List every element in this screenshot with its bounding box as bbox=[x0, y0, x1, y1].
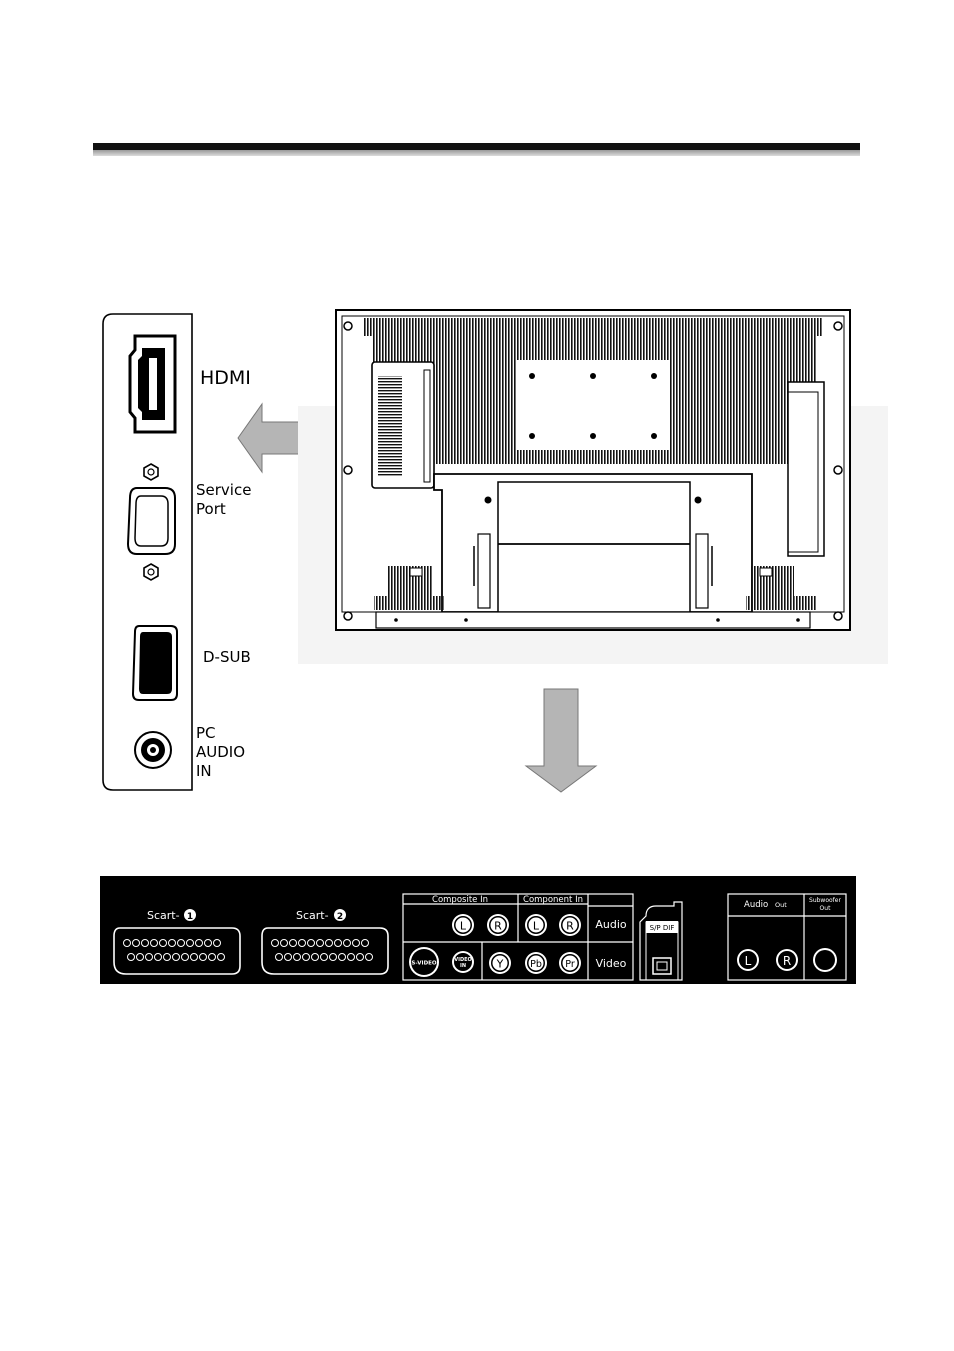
component-pr-label: Pr bbox=[565, 959, 575, 970]
header-rule bbox=[93, 143, 860, 150]
subwoofer-label-2: Out bbox=[820, 905, 832, 912]
pc-audio-jack-icon bbox=[135, 732, 171, 768]
composite-in-label: Composite In bbox=[432, 895, 488, 905]
dsub-label: D-SUB bbox=[203, 648, 251, 667]
video-row-label: Video bbox=[596, 957, 627, 970]
audio-out-l-label: L bbox=[745, 954, 752, 968]
tv-rear-view bbox=[298, 306, 890, 666]
service-port-label: Service Port bbox=[196, 481, 251, 519]
hdmi-label: HDMI bbox=[200, 367, 251, 389]
rear-connector-panel: Scart- 1 Scart- 2 Composite In Component… bbox=[100, 876, 856, 984]
composite-audio-r-label: R bbox=[494, 920, 502, 933]
pc-audio-label: PC AUDIO IN bbox=[196, 724, 245, 781]
audio-out-small-label: Out bbox=[775, 901, 787, 909]
scart-1-number: 1 bbox=[187, 912, 193, 922]
component-pb-label: Pb bbox=[530, 959, 542, 970]
composite-audio-l-label: L bbox=[460, 920, 467, 933]
header-rule-shadow bbox=[93, 150, 860, 156]
component-in-label: Component In bbox=[523, 895, 583, 905]
video-in-label-2: IN bbox=[460, 963, 466, 969]
component-audio-l-label: L bbox=[533, 920, 540, 933]
s-video-label: S-VIDEO bbox=[411, 961, 436, 967]
scart-2-label: Scart- bbox=[296, 909, 329, 922]
audio-out-label: Audio bbox=[744, 900, 768, 910]
hdmi-port-icon bbox=[130, 336, 175, 432]
audio-out-r-label: R bbox=[783, 954, 791, 968]
spdif-label: S/P DIF bbox=[650, 924, 675, 932]
down-arrow-icon bbox=[524, 688, 598, 794]
dsub-port-icon bbox=[133, 626, 177, 700]
scart-1-label: Scart- bbox=[147, 909, 180, 922]
subwoofer-out-jack bbox=[813, 948, 837, 972]
audio-row-label: Audio bbox=[595, 918, 627, 931]
subwoofer-label-1: Subwoofer bbox=[809, 897, 841, 904]
component-y-label: Y bbox=[496, 958, 504, 971]
component-audio-r-label: R bbox=[566, 920, 574, 933]
left-arrow-icon bbox=[236, 402, 302, 474]
scart-2-number: 2 bbox=[337, 912, 343, 922]
